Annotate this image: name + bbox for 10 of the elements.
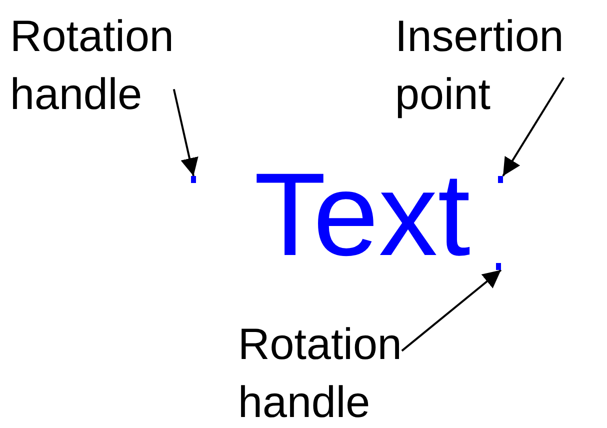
leader-line bbox=[502, 77, 565, 177]
handle-marker bbox=[191, 176, 196, 183]
callout-label: Rotation handle bbox=[238, 316, 402, 428]
callout-label: Insertion point bbox=[395, 8, 564, 124]
handle-marker bbox=[496, 263, 501, 270]
leader-line bbox=[401, 269, 502, 352]
leader-line bbox=[172, 88, 198, 176]
callout-label: Rotation handle bbox=[10, 8, 174, 124]
sample-text: Text bbox=[254, 150, 470, 280]
insertion-marker bbox=[498, 176, 503, 183]
